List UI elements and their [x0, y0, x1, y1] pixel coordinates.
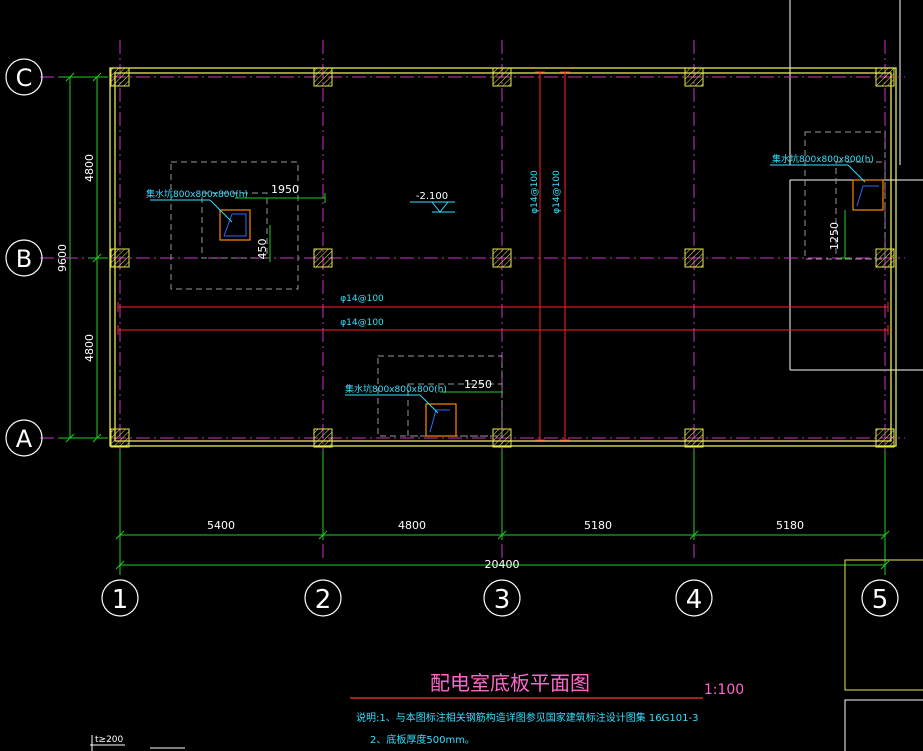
column-b3: [492, 248, 512, 268]
legend-label: t≥200: [95, 735, 124, 745]
dim-bay-2: 4800: [398, 519, 426, 532]
pit1-dim-x: 1950: [271, 183, 299, 196]
axis-label-a: A: [16, 425, 33, 453]
note-line-1: 说明:1、与本图标注相关钢筋构造详图参见国家建筑标注设计图集 16G101-3: [356, 711, 698, 724]
pit3-dim-y: 1250: [828, 222, 841, 250]
pit3-label: 集水坑800x800x800(h): [772, 153, 874, 165]
dim-bay-1: 5400: [207, 519, 235, 532]
sump-pit-2: [345, 355, 503, 437]
rebar-label-v2: φ14@100: [552, 170, 562, 214]
axis-label-4: 4: [686, 585, 703, 615]
axis-label-3: 3: [494, 585, 511, 615]
row-bubbles: [5, 58, 43, 457]
title-block: 配电室底板平面图 1:100 说明:1、与本图标注相关钢筋构造详图参见国家建筑标…: [95, 671, 744, 746]
pit1-dim-y: 450: [256, 239, 269, 260]
column-b4: [684, 248, 704, 268]
rebar-label-h1: φ14@100: [340, 294, 384, 304]
drawing-title: 配电室底板平面图: [430, 671, 590, 695]
elevation-marker: [410, 201, 455, 213]
column-c2: [313, 67, 333, 87]
dimension-texts: 5400 4800 5180 5180 20400 4800 4800 9600: [56, 154, 804, 571]
dim-total-y: 9600: [56, 244, 69, 272]
axis-label-5: 5: [872, 585, 889, 615]
axis-label-c: C: [16, 64, 33, 92]
adjacent-structure: [789, 0, 923, 371]
dimension-lines-bottom: [115, 450, 890, 575]
rebar-horizontal: [117, 302, 889, 335]
legend-fragment: [90, 735, 185, 751]
column-bubbles: [101, 579, 899, 617]
column-a1: [110, 428, 130, 448]
adjacent-frames-bottom: [844, 559, 923, 751]
column-a5: [875, 428, 895, 448]
axis-label-2: 2: [315, 585, 332, 615]
column-labels: 1 2 3 4 5: [112, 585, 889, 615]
dim-total-x: 20400: [485, 558, 520, 571]
column-c4: [684, 67, 704, 87]
pit1-label: 集水坑800x800x800(h): [146, 188, 248, 200]
rebar-label-h2: φ14@100: [340, 318, 384, 328]
column-b1: [110, 248, 130, 268]
dim-span-upper: 4800: [83, 154, 96, 182]
axis-label-1: 1: [112, 585, 129, 615]
pit2-label: 集水坑800x800x800(h): [345, 383, 447, 395]
dimension-lines-left: [60, 72, 108, 443]
drawing-scale: 1:100: [704, 682, 744, 698]
annotation-texts: 集水坑800x800x800(h) 1950 450 集水坑800x800x80…: [146, 153, 874, 395]
row-labels: C B A: [16, 64, 33, 453]
sump-pit-3: [770, 131, 886, 260]
axis-label-b: B: [16, 245, 32, 273]
grid-axes-horizontal: [40, 76, 905, 439]
dim-bay-3: 5180: [584, 519, 612, 532]
column-c3: [492, 67, 512, 87]
column-a2: [313, 428, 333, 448]
column-a3: [492, 428, 512, 448]
column-c5: [875, 67, 895, 87]
dim-span-lower: 4800: [83, 334, 96, 362]
column-a4: [684, 428, 704, 448]
pit2-dim-x: 1250: [464, 378, 492, 391]
sump-pit-1: [150, 161, 326, 290]
columns: [110, 67, 895, 448]
note-line-2: 2、底板厚度500mm。: [370, 733, 475, 746]
dim-bay-4: 5180: [776, 519, 804, 532]
rebar-vertical: [535, 71, 570, 441]
elevation-label: -2.100: [416, 191, 448, 202]
rebar-label-v1: φ14@100: [530, 170, 540, 214]
column-c1: [110, 67, 130, 87]
column-b2: [313, 248, 333, 268]
